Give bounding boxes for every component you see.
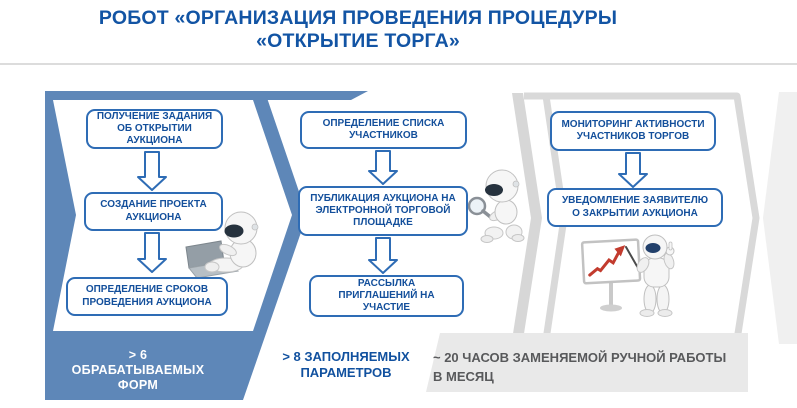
title-divider (0, 63, 797, 65)
whiteboard-chart (580, 238, 642, 285)
robot-visor (485, 184, 503, 196)
page-title-line-1: РОБОТ «ОРГАНИЗАЦИЯ ПРОВЕДЕНИЯ ПРОЦЕДУРЫ (98, 7, 618, 29)
arrow-down-icon (137, 232, 167, 273)
metric-line: ФОРМ (117, 378, 159, 392)
ghost-chevron (763, 92, 797, 344)
stage-3-step-2: УВЕДОМЛЕНИЕ ЗАЯВИТЕЛЮ О ЗАКРЫТИИ АУКЦИОН… (547, 188, 723, 227)
robot-with-laptop-illustration (185, 211, 259, 279)
metric-line: ПАРАМЕТРОВ (300, 365, 392, 380)
robot-with-magnifying-glass-illustration (467, 169, 525, 243)
metric-line: ОБРАБАТЫВАЕМЫХ (71, 363, 205, 377)
flow-arrows (137, 150, 648, 274)
arrow-down-icon (368, 237, 398, 274)
metric-band-gray (426, 333, 748, 392)
magnifying-glass-icon (467, 196, 487, 216)
stage-1-step-1: ПОЛУЧЕНИЕ ЗАДАНИЯ ОБ ОТКРЫТИИ АУКЦИОНА (86, 109, 223, 149)
arrow-down-icon (368, 150, 398, 185)
stage-3-metric: ~ 20 ЧАСОВ ЗАМЕНЯЕМОЙ РУЧНОЙ РАБОТЫ В МЕ… (433, 348, 739, 386)
robot-visor (645, 243, 661, 253)
page-title: РОБОТ «ОРГАНИЗАЦИЯ ПРОВЕДЕНИЯ ПРОЦЕДУРЫ … (0, 7, 716, 53)
easel-pole (609, 280, 613, 307)
page-title-line-2: «ОТКРЫТИЕ ТОРГА» (256, 30, 460, 52)
easel-base (600, 304, 622, 312)
stage-1-step-3: ОПРЕДЕЛЕНИЕ СРОКОВ ПРОВЕДЕНИЯ АУКЦИОНА (66, 277, 228, 316)
stage-1-metric: > 6 ОБРАБАТЫВАЕМЫХ ФОРМ (60, 348, 216, 393)
stage-2-metric: > 8 ЗАПОЛНЯЕМЫХ ПАРАМЕТРОВ (268, 349, 424, 381)
red-trend-arrow (588, 251, 621, 277)
arrow-down-icon (618, 152, 648, 188)
stage-3-step-1: МОНИТОРИНГ АКТИВНОСТИ УЧАСТНИКОВ ТОРГОВ (550, 111, 716, 151)
arrow-down-icon (137, 151, 167, 191)
metric-line: В МЕСЯЦ (433, 369, 494, 384)
pointer-stick (625, 246, 639, 269)
stage-2-step-1: ОПРЕДЕЛЕНИЕ СПИСКА УЧАСТНИКОВ (300, 111, 467, 149)
metric-line: ~ 20 ЧАСОВ ЗАМЕНЯЕМОЙ РУЧНОЙ РАБОТЫ (433, 350, 727, 365)
robot-visor (224, 224, 244, 238)
robot-presenting-chart-illustration (580, 234, 675, 317)
stage-1-step-2: СОЗДАНИЕ ПРОЕКТА АУКЦИОНА (84, 192, 223, 231)
chevron-separator (512, 93, 542, 340)
stage-2-step-2: ПУБЛИКАЦИЯ АУКЦИОНА НА ЭЛЕКТРОННОЙ ТОРГО… (298, 186, 468, 236)
metric-line: > 8 ЗАПОЛНЯЕМЫХ (282, 349, 410, 364)
stage-2-step-3: РАССЫЛКА ПРИГЛАШЕНИЙ НА УЧАСТИЕ (309, 275, 464, 317)
metric-line: > 6 (128, 348, 148, 362)
